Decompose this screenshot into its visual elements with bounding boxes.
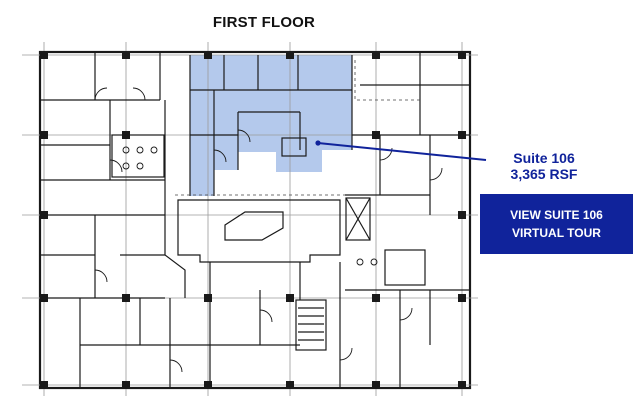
building-outline: [38, 50, 472, 390]
door-swings: [94, 87, 443, 373]
tour-button-line2: VIRTUAL TOUR: [512, 226, 601, 240]
restroom-fixtures: [122, 146, 378, 266]
view-virtual-tour-button[interactable]: VIEW SUITE 106 VIRTUAL TOUR: [480, 194, 633, 254]
interior-walls: [40, 52, 470, 388]
suite-label: Suite 106 3,365 RSF: [486, 150, 602, 182]
suite-leader-dot: [315, 140, 321, 146]
tour-button-line1: VIEW SUITE 106: [510, 208, 603, 222]
corridor-dashed: [175, 60, 420, 196]
suite-name: Suite 106: [513, 150, 575, 166]
suite-leader-line: [317, 142, 487, 161]
floor-title: FIRST FLOOR: [212, 14, 316, 31]
suite-area: 3,365 RSF: [510, 166, 578, 182]
